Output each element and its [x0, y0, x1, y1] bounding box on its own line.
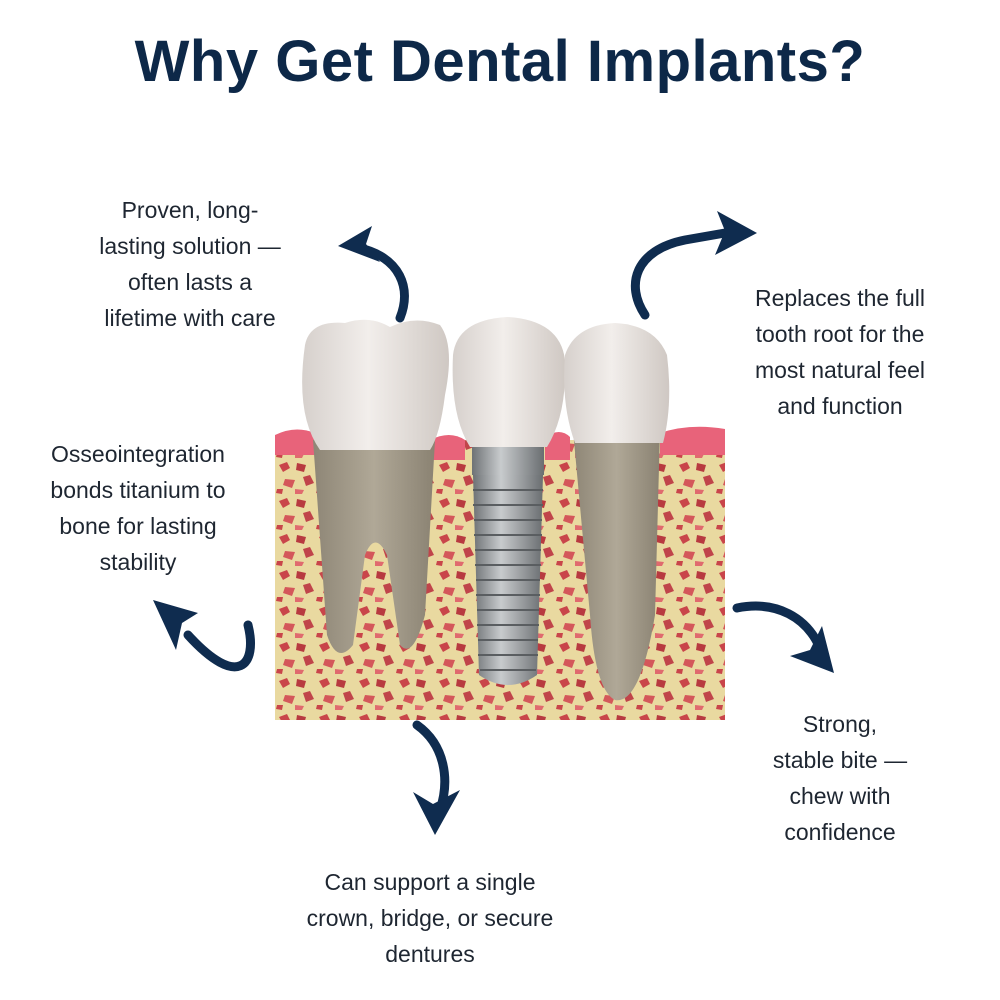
callout-line: stable bite — [772, 747, 908, 773]
implant-abutment [472, 443, 544, 475]
callout-line: lasting solution — [99, 233, 281, 259]
callout-line: tooth root for the [755, 321, 925, 347]
callout-line: dentures [385, 941, 475, 967]
callout-osseointegration: Osseointegration bonds titanium to bone … [18, 436, 258, 580]
callout-line: most natural feel [754, 357, 926, 383]
callout-line: Proven, long- [121, 197, 259, 223]
callout-line: confidence [784, 819, 896, 845]
callout-line: Strong, [802, 711, 878, 737]
callout-line: chew with [789, 783, 891, 809]
natural-molar-root [313, 440, 435, 653]
callout-line: stability [99, 549, 177, 575]
curved-arrow-down-right-icon [732, 601, 834, 673]
callout-line: lifetime with care [104, 305, 276, 331]
curved-arrow-down-icon [412, 720, 460, 835]
titanium-implant-screw [473, 475, 543, 685]
callout-line: often lasts a [127, 269, 253, 295]
callout-line: Osseointegration [51, 441, 225, 467]
callout-line: Can support a single [324, 869, 536, 895]
curved-arrow-up-right-icon [630, 211, 757, 320]
natural-premolar-root [573, 430, 660, 701]
dental-implant-illustration [275, 317, 725, 720]
callout-line: and function [777, 393, 903, 419]
callout-supports-restorations: Can support a single crown, bridge, or s… [280, 864, 580, 972]
natural-molar-crown [302, 319, 449, 450]
callout-natural-feel: Replaces the full tooth root for the mos… [720, 280, 960, 424]
gum-tissue [275, 429, 315, 455]
callout-line: crown, bridge, or secure [306, 905, 554, 931]
callout-line: bone for lasting [59, 513, 217, 539]
implant-crown [452, 317, 566, 447]
callout-long-lasting: Proven, long- lasting solution — often l… [70, 192, 310, 336]
callout-line: Replaces the full [754, 285, 926, 311]
callout-line: bonds titanium to [50, 477, 226, 503]
page-title: Why Get Dental Implants? [134, 29, 866, 94]
curved-arrow-up-left-lower-icon [153, 600, 255, 672]
natural-premolar-crown [564, 323, 670, 443]
curved-arrow-up-left-icon [338, 226, 409, 323]
callout-stable-bite: Strong, stable bite — chew with confiden… [720, 706, 960, 850]
